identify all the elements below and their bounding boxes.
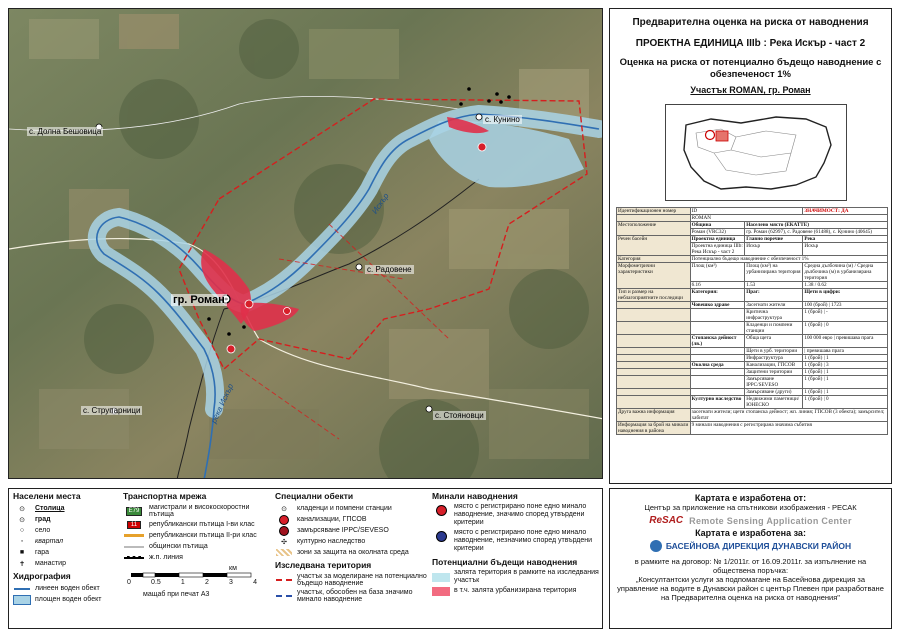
past-flood-markers xyxy=(226,142,487,354)
model-section-icon xyxy=(275,579,293,581)
legend-floods: Минали наводнения място с регистрирано п… xyxy=(432,491,599,596)
client-logo: БАСЕЙНОВА ДИРЕКЦИЯ ДУНАВСКИ РАЙОН xyxy=(610,540,891,552)
quarter-icon: ◦ xyxy=(20,538,24,545)
map-label-kunino: с. Кунино xyxy=(483,115,522,124)
resac-logo: ReSAC Remote Sensing Application Center xyxy=(649,515,852,526)
assessment-title: Оценка на риска от потенциално бъдещо на… xyxy=(619,57,882,80)
insignificant-flood-icon xyxy=(432,531,450,542)
impact-row: Замърсяване (други)1 (брой) | 1 xyxy=(616,388,888,396)
map-canvas xyxy=(9,9,602,478)
road-class2-icon xyxy=(123,534,145,537)
flood-map[interactable]: с. Долна Бешовица с. Кунино с. Радовене … xyxy=(8,8,603,479)
bulgaria-outline xyxy=(683,116,832,190)
legend-settlements: Населени места ⊙Столица ⊙град ○село ◦ква… xyxy=(13,491,102,605)
past-section-icon xyxy=(275,595,293,597)
legend-panel: Населени места ⊙Столица ⊙град ○село ◦ква… xyxy=(8,488,603,629)
flooded-area-icon xyxy=(432,572,450,582)
municipal-road-icon xyxy=(123,545,145,548)
location-marker xyxy=(715,130,729,142)
map-label-stoyanovtsi: с. Стояновци xyxy=(433,411,486,420)
made-for-title: Картата е изработена за: xyxy=(695,528,806,538)
village-icon: ○ xyxy=(19,527,25,534)
made-by-org: Център за приложение на спътникови изобр… xyxy=(644,503,857,512)
well-icon: ⊙ xyxy=(281,505,287,513)
impact-row: Щети в урб. територии | превишава прага xyxy=(616,347,888,355)
contract-text: в рамките на договор: № 1/2011г. от 16.0… xyxy=(634,557,867,575)
map-label-struparnitsi: с. Струпарници xyxy=(81,406,143,415)
station-icon: ■ xyxy=(19,549,25,556)
flood-zone-kunino xyxy=(447,117,489,134)
credits-panel: Картата е изработена от: Център за прило… xyxy=(609,488,892,629)
motorway-icon: E79 xyxy=(123,506,145,516)
panel-title: Предварителна оценка на риска от наводне… xyxy=(632,17,869,28)
study-area-boundary xyxy=(178,98,588,371)
protected-zone-icon xyxy=(275,549,293,556)
heritage-icon: ✣ xyxy=(281,538,287,546)
location-inset-map xyxy=(665,104,847,201)
terrain-patches xyxy=(29,14,589,459)
map-label-roman: гр. Роман xyxy=(171,294,227,306)
info-table: Идентификационен номер ID ЗНАЧИМОСТ: ДА … xyxy=(616,207,889,435)
capital-icon: ⊙ xyxy=(19,505,25,513)
railway-icon xyxy=(123,556,145,559)
map-label-radovene: с. Радовене xyxy=(365,265,414,274)
road-class1-icon: 11 xyxy=(123,520,145,529)
linear-water-icon xyxy=(13,587,31,590)
city-icon: ⊙ xyxy=(19,516,25,524)
pollution-icon xyxy=(275,525,293,536)
monastery-icon: ✝ xyxy=(19,560,25,568)
bd-logo-icon xyxy=(649,540,662,552)
legend-special: Специални обекти ⊙кладенци и помпени ста… xyxy=(275,491,427,603)
info-panel: Предварителна оценка на риска от наводне… xyxy=(609,8,892,484)
made-by-title: Картата е изработена от: xyxy=(694,493,807,503)
sewage-icon xyxy=(275,514,293,525)
area-water-icon xyxy=(13,594,31,605)
urban-flooded-icon xyxy=(432,586,450,596)
flood-zone-roman xyxy=(201,249,252,324)
project-unit: ПРОЕКТНА ЕДИНИЦА IIIb : Река Искър - час… xyxy=(635,38,866,49)
significant-flood-icon xyxy=(432,505,450,516)
project-text: „Консултантски услуги за подпомагане на … xyxy=(617,575,884,602)
section-name: Участък ROMAN, гр. Роман xyxy=(690,85,811,95)
map-label-dolna-beshovitsa: с. Долна Бешовица xyxy=(27,127,104,136)
railway-line xyxy=(176,308,225,478)
